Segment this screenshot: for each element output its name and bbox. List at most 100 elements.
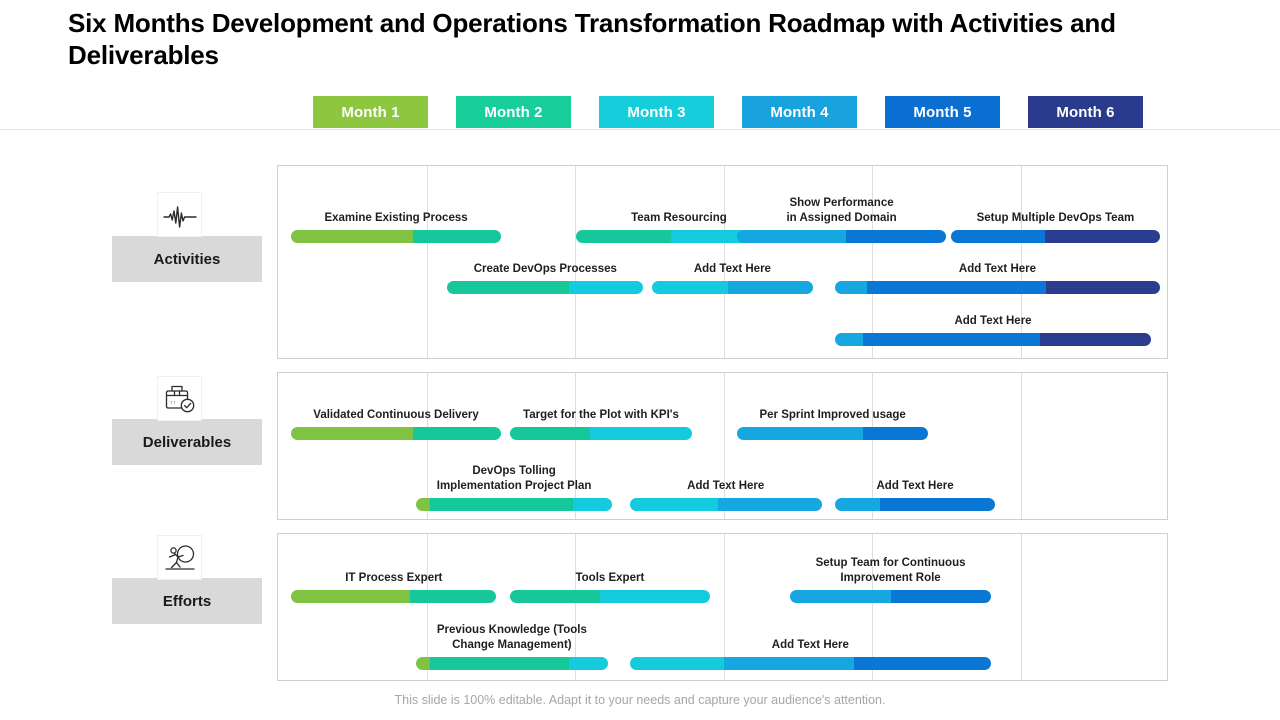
task-bar-group[interactable]: DevOps Tolling Implementation Project Pl… <box>416 463 613 511</box>
task-bar-segment <box>845 230 947 243</box>
task-bar-segment <box>890 590 991 603</box>
task-bar-group[interactable]: Tools Expert <box>509 555 711 603</box>
task-label: Team Resourcing <box>631 211 727 224</box>
month-tab-5[interactable]: Month 5 <box>885 96 1000 128</box>
timeline-panel-activities: Examine Existing Process Team Resourcing S… <box>277 165 1168 359</box>
task-bar[interactable] <box>291 590 497 603</box>
task-bar-segment <box>509 427 591 440</box>
task-bar-group[interactable]: Add Text Here <box>629 463 822 511</box>
task-bar-segment <box>412 230 501 243</box>
task-bar-segment <box>412 427 501 440</box>
task-label: Setup Team for Continuous Improvement Ro… <box>815 556 966 584</box>
task-bar-segment <box>834 281 868 294</box>
task-bar-segment <box>727 281 813 294</box>
grid-divider <box>1021 373 1022 519</box>
task-bar-group[interactable]: Add Text Here <box>834 463 996 511</box>
task-label: Create DevOps Processes <box>473 262 617 275</box>
month-tab-1[interactable]: Month 1 <box>313 96 428 128</box>
task-bar-group[interactable]: Setup Team for Continuous Improvement Ro… <box>790 555 991 603</box>
section-label-deliverables: Deliverables <box>112 419 262 465</box>
pulse-heartbeat-icon <box>157 192 202 237</box>
task-bar-segment <box>834 333 864 346</box>
grid-divider <box>872 373 873 519</box>
task-bar[interactable] <box>629 498 822 511</box>
task-bar-segment <box>867 281 1047 294</box>
month-tab-label: Month 6 <box>1056 103 1115 121</box>
task-bar[interactable] <box>629 657 991 670</box>
task-bar-segment <box>429 657 570 670</box>
task-label: Examine Existing Process <box>324 211 468 224</box>
task-bar[interactable] <box>736 427 929 440</box>
task-bar[interactable] <box>291 427 501 440</box>
package-check-icon: ↑↑ <box>157 376 202 421</box>
section-label-text: Activities <box>153 250 221 268</box>
task-bar[interactable] <box>834 498 996 511</box>
task-bar-group[interactable]: Add Text Here <box>652 246 813 294</box>
task-bar-segment <box>1046 281 1161 294</box>
task-bar-group[interactable]: Add Text Here <box>834 298 1152 346</box>
task-bar[interactable] <box>291 230 501 243</box>
task-bar-segment <box>291 590 411 603</box>
task-bar-group[interactable]: Create DevOps Processes <box>447 246 644 294</box>
task-bar-segment <box>736 427 864 440</box>
month-tab-label: Month 3 <box>627 103 686 121</box>
task-bar[interactable] <box>509 590 711 603</box>
task-label: IT Process Expert <box>345 571 443 584</box>
task-bar-segment <box>568 281 644 294</box>
grid-divider <box>575 534 576 680</box>
task-bar-group[interactable]: Previous Knowledge (Tools Change Managem… <box>416 622 608 670</box>
task-bar-segment <box>509 590 600 603</box>
task-bar-group[interactable]: Setup Multiple DevOps Team <box>950 195 1161 243</box>
task-bar-segment <box>723 657 854 670</box>
task-bar[interactable] <box>652 281 813 294</box>
month-tab-4[interactable]: Month 4 <box>742 96 857 128</box>
task-bar[interactable] <box>790 590 991 603</box>
task-bar-group[interactable]: Validated Continuous Delivery <box>291 392 501 440</box>
task-label: DevOps Tolling Implementation Project Pl… <box>436 464 592 492</box>
month-tab-3[interactable]: Month 3 <box>599 96 714 128</box>
task-bar-segment <box>1044 230 1161 243</box>
task-bar-segment <box>291 230 413 243</box>
task-label: Per Sprint Improved usage <box>759 408 906 421</box>
task-bar-segment <box>863 333 1041 346</box>
task-bar-segment <box>576 230 671 243</box>
task-bar[interactable] <box>834 281 1161 294</box>
task-bar[interactable] <box>416 498 613 511</box>
task-bar-group[interactable]: Add Text Here <box>629 622 991 670</box>
task-label: Add Text Here <box>693 262 771 275</box>
task-bar-segment <box>652 281 728 294</box>
month-tab-2[interactable]: Month 2 <box>456 96 571 128</box>
page-title: Six Months Development and Operations Tr… <box>68 8 1116 70</box>
task-bar-segment <box>569 657 608 670</box>
slide-footer-note: This slide is 100% editable. Adapt it to… <box>394 693 886 707</box>
task-label: Add Text Here <box>876 479 954 492</box>
grid-divider <box>427 166 428 358</box>
task-bar-group[interactable]: Per Sprint Improved usage <box>736 392 929 440</box>
task-bar[interactable] <box>416 657 608 670</box>
task-bar-segment <box>834 498 880 511</box>
grid-divider <box>427 373 428 519</box>
task-bar[interactable] <box>509 427 693 440</box>
task-bar[interactable] <box>834 333 1152 346</box>
month-tab-6[interactable]: Month 6 <box>1028 96 1143 128</box>
task-bar-segment <box>879 498 996 511</box>
task-label: Add Text Here <box>771 638 849 651</box>
task-bar-segment <box>572 498 613 511</box>
task-bar-group[interactable]: Add Text Here <box>834 246 1161 294</box>
task-bar[interactable] <box>950 230 1161 243</box>
month-tab-label: Month 2 <box>484 103 543 121</box>
task-bar-segment <box>410 590 497 603</box>
grid-divider <box>724 373 725 519</box>
task-bar-group[interactable]: IT Process Expert <box>291 555 497 603</box>
task-bar-group[interactable]: Target for the Plot with KPI's <box>509 392 693 440</box>
grid-divider <box>1021 166 1022 358</box>
task-bar[interactable] <box>736 230 947 243</box>
task-label: Add Text Here <box>954 314 1032 327</box>
task-bar-segment <box>416 498 430 511</box>
section-label-activities: Activities <box>112 236 262 282</box>
task-bar[interactable] <box>447 281 644 294</box>
grid-divider <box>1021 534 1022 680</box>
task-bar-group[interactable]: Examine Existing Process <box>291 195 501 243</box>
task-bar-group[interactable]: Show Performance in Assigned Domain <box>736 195 947 243</box>
